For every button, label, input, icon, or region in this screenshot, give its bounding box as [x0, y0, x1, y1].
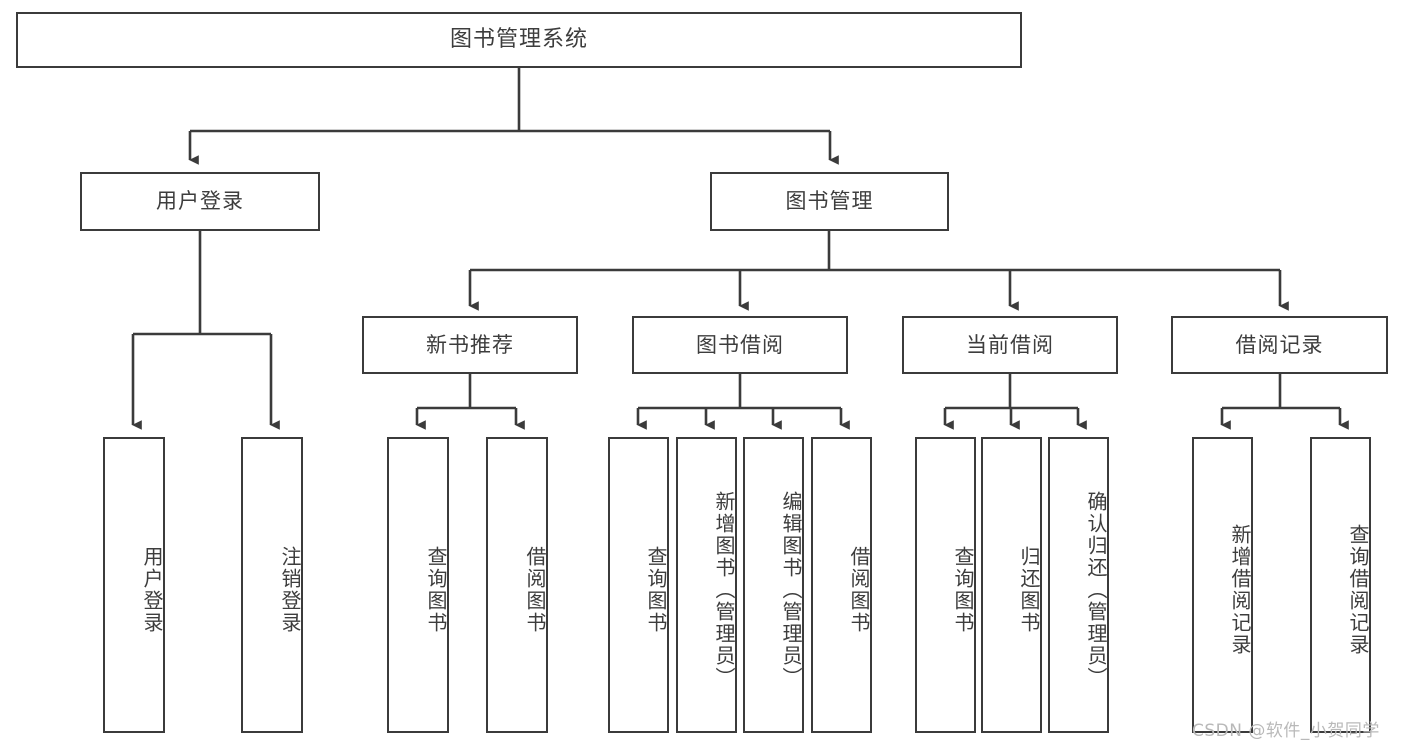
leaf-borrow-query-book[interactable]: 查询图书	[608, 437, 669, 733]
node-book-management[interactable]: 图书管理	[710, 172, 949, 231]
leaf-borrow-borrow-book[interactable]: 借阅图书	[811, 437, 872, 733]
node-current-borrow[interactable]: 当前借阅	[902, 316, 1118, 374]
leaf-recommend-query-book[interactable]: 查询图书	[387, 437, 449, 733]
leaf-records-query-record[interactable]: 查询借阅记录	[1310, 437, 1371, 733]
node-new-book-recommend[interactable]: 新书推荐	[362, 316, 578, 374]
leaf-user-login-logout[interactable]: 注销登录	[241, 437, 303, 733]
leaf-borrow-add-book-admin[interactable]: 新增图书（管理员）	[676, 437, 737, 733]
leaf-current-query-book[interactable]: 查询图书	[915, 437, 976, 733]
node-borrow-records[interactable]: 借阅记录	[1171, 316, 1388, 374]
leaf-user-login-login[interactable]: 用户登录	[103, 437, 165, 733]
leaf-current-confirm-return-admin[interactable]: 确认归还（管理员）	[1048, 437, 1109, 733]
node-root-system[interactable]: 图书管理系统	[16, 12, 1022, 68]
csdn-watermark: CSDN @软件_小贺同学	[1192, 721, 1380, 741]
node-user-login[interactable]: 用户登录	[80, 172, 320, 231]
leaf-current-return-book[interactable]: 归还图书	[981, 437, 1042, 733]
node-book-borrow[interactable]: 图书借阅	[632, 316, 848, 374]
leaf-records-add-record[interactable]: 新增借阅记录	[1192, 437, 1253, 733]
leaf-borrow-edit-book-admin[interactable]: 编辑图书（管理员）	[743, 437, 804, 733]
leaf-recommend-borrow-book[interactable]: 借阅图书	[486, 437, 548, 733]
